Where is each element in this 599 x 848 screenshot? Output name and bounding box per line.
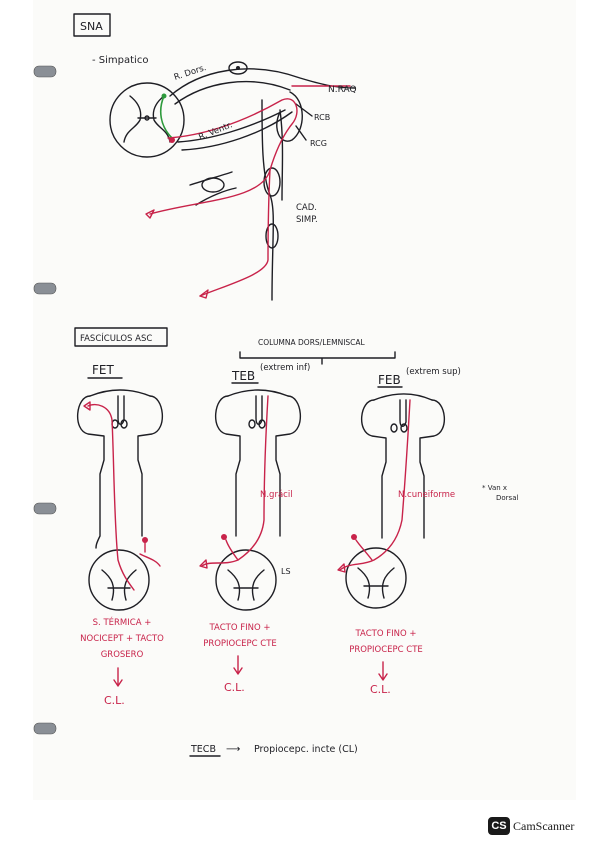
label-rcb: RCB	[314, 113, 330, 122]
teb-title: TEB	[231, 369, 255, 383]
simpatico-heading: - Simpatico	[92, 55, 148, 66]
label-cad: CAD.	[296, 203, 317, 213]
column-teb: TEB	[199, 369, 302, 611]
teb-nucleus: N.grácil	[260, 490, 293, 500]
fet-title: FET	[92, 363, 114, 377]
dorsal-ganglion	[228, 61, 248, 75]
sna-header-box	[73, 13, 111, 37]
label-n-raq: N.RAQ	[328, 85, 357, 95]
ventral-root	[177, 109, 286, 143]
rami-communicantes	[276, 91, 303, 142]
footer-text: Propiocepc. incte (CL)	[254, 744, 358, 755]
columna-label: COLUMNA DORS/LEMNISCAL	[258, 338, 366, 347]
feb-title: FEB	[378, 373, 401, 387]
label-simp: SIMP.	[296, 215, 318, 225]
teb-note: (extrem inf)	[260, 363, 310, 373]
spinal-cord-section	[109, 82, 185, 158]
binder-rings	[33, 65, 57, 735]
motor-neuron-cell	[169, 137, 175, 143]
fet-desc-2: NOCICEPT + TACTO	[80, 634, 164, 644]
teb-result: C.L.	[224, 681, 245, 694]
camscanner-logo: CS	[488, 817, 510, 835]
feb-desc-1: TACTO FINO +	[355, 629, 417, 639]
column-feb: FEB	[337, 373, 445, 609]
side-note-line-1: * Van x	[482, 484, 507, 492]
fet-desc-3: GROSERO	[101, 650, 144, 660]
camscanner-watermark: CS CamScanner	[488, 817, 574, 835]
feb-note: (extrem sup)	[406, 367, 461, 377]
fasciculos-heading: FASCÍCULOS ASC	[80, 332, 152, 344]
down-arrows	[113, 655, 388, 687]
teb-desc-2: PROPIOCEPC CTE	[203, 639, 277, 649]
feb-nucleus: N.cuneiforme	[398, 490, 455, 500]
column-fet: FET	[76, 363, 164, 611]
side-note-line-2: Dorsal	[496, 494, 518, 502]
interneuron	[159, 95, 173, 139]
feb-result: C.L.	[370, 683, 391, 696]
label-rcg: RCG	[310, 139, 327, 148]
footer-arrow: ⟶	[226, 744, 240, 755]
sna-header: SNA	[80, 20, 103, 33]
camscanner-name: CamScanner	[513, 818, 575, 833]
teb-desc-1: TACTO FINO +	[209, 623, 271, 633]
feb-desc-2: PROPIOCEPC CTE	[349, 645, 423, 655]
fasciculos-box	[74, 327, 168, 347]
ganglion-cell	[236, 66, 240, 70]
dorsal-root-lower	[174, 80, 291, 105]
footer-abbr: TECB	[190, 744, 216, 755]
teb-extra: LS	[281, 567, 291, 576]
fet-desc-1: S. TÉRMICA +	[93, 616, 152, 628]
fet-result: C.L.	[104, 694, 125, 707]
columna-bracket	[239, 351, 396, 365]
efferent-pathway	[149, 98, 298, 215]
